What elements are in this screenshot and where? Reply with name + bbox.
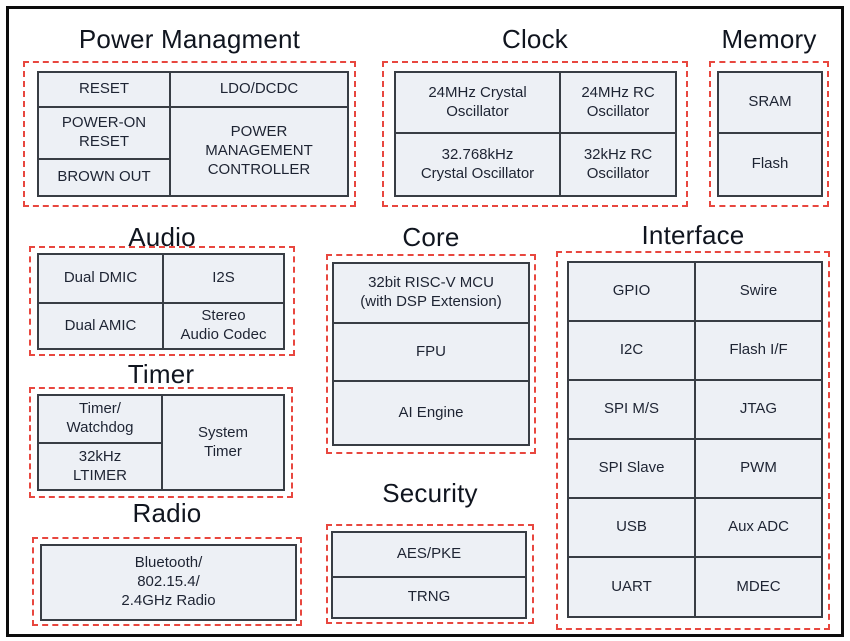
section-title-radio: Radio: [132, 498, 202, 528]
block-mdec: MDEC: [696, 558, 821, 616]
block-pwm: PWM: [696, 440, 821, 497]
block-32khz-rc-oscillator: 32kHz RC Oscillator: [561, 134, 675, 195]
block-flash-if: Flash I/F: [696, 322, 821, 379]
diagram-outer-frame: [6, 6, 844, 637]
block-spi-slave: SPI Slave: [569, 440, 694, 497]
block-brown-out: BROWN OUT: [39, 160, 169, 195]
block-sram: SRAM: [719, 73, 821, 132]
block-ai-engine: AI Engine: [334, 382, 528, 444]
core-block-table: 32bit RISC-V MCU (with DSP Extension) FP…: [332, 262, 530, 446]
section-title-core: Core: [402, 222, 460, 252]
security-group-outline: [326, 524, 534, 624]
block-timer-watchdog: Timer/ Watchdog: [39, 396, 161, 442]
block-usb: USB: [569, 499, 694, 556]
timer-group-outline: [29, 387, 293, 498]
power-group-outline: [23, 61, 356, 207]
block-swire: Swire: [696, 263, 821, 320]
core-group-outline: [326, 254, 536, 454]
memory-group-outline: [709, 61, 829, 207]
security-block-table: AES/PKE TRNG: [331, 531, 527, 619]
block-flash: Flash: [719, 134, 821, 195]
block-power-on-reset: POWER-ON RESET: [39, 108, 169, 158]
block-stereo-audio-codec: Stereo Audio Codec: [164, 304, 283, 348]
block-i2c: I2C: [569, 322, 694, 379]
block-power-management-controller: POWER MANAGEMENT CONTROLLER: [171, 108, 347, 195]
clock-group-outline: [382, 61, 688, 207]
block-32khz-ltimer: 32kHz LTIMER: [39, 444, 161, 489]
power-block-table: RESET LDO/DCDC POWER-ON RESET POWER MANA…: [37, 71, 349, 197]
block-gpio: GPIO: [569, 263, 694, 320]
block-ldo-dcdc: LDO/DCDC: [171, 73, 347, 106]
block-bluetooth-radio: Bluetooth/ 802.15.4/ 2.4GHz Radio: [40, 544, 297, 621]
audio-block-table: Dual DMIC I2S Dual AMIC Stereo Audio Cod…: [37, 253, 285, 350]
audio-group-outline: [29, 246, 295, 356]
block-trng: TRNG: [333, 578, 525, 617]
block-24mhz-rc-oscillator: 24MHz RC Oscillator: [561, 73, 675, 132]
block-jtag: JTAG: [696, 381, 821, 438]
block-32768khz-crystal-oscillator: 32.768kHz Crystal Oscillator: [396, 134, 559, 195]
block-system-timer: System Timer: [163, 396, 283, 489]
block-riscv-mcu: 32bit RISC-V MCU (with DSP Extension): [334, 264, 528, 322]
section-title-timer: Timer: [127, 359, 195, 389]
section-title-power-management: Power Managment: [78, 24, 301, 54]
section-title-security: Security: [382, 478, 478, 508]
interface-group-outline: [556, 251, 830, 630]
clock-block-table: 24MHz Crystal Oscillator 24MHz RC Oscill…: [394, 71, 677, 197]
radio-group-outline: [32, 537, 302, 626]
block-dual-amic: Dual AMIC: [39, 304, 162, 348]
block-uart: UART: [569, 558, 694, 616]
memory-block-table: SRAM Flash: [717, 71, 823, 197]
section-title-clock: Clock: [501, 24, 568, 54]
section-title-memory: Memory: [721, 24, 817, 54]
interface-block-table: GPIO Swire I2C Flash I/F SPI M/S JTAG SP…: [567, 261, 823, 618]
timer-block-table: Timer/ Watchdog System Timer 32kHz LTIME…: [37, 394, 285, 491]
block-i2s: I2S: [164, 255, 283, 302]
block-aux-adc: Aux ADC: [696, 499, 821, 556]
block-reset: RESET: [39, 73, 169, 106]
section-title-interface: Interface: [641, 220, 745, 250]
block-fpu: FPU: [334, 324, 528, 380]
block-aes-pke: AES/PKE: [333, 533, 525, 576]
block-dual-dmic: Dual DMIC: [39, 255, 162, 302]
block-24mhz-crystal-oscillator: 24MHz Crystal Oscillator: [396, 73, 559, 132]
block-spi-ms: SPI M/S: [569, 381, 694, 438]
